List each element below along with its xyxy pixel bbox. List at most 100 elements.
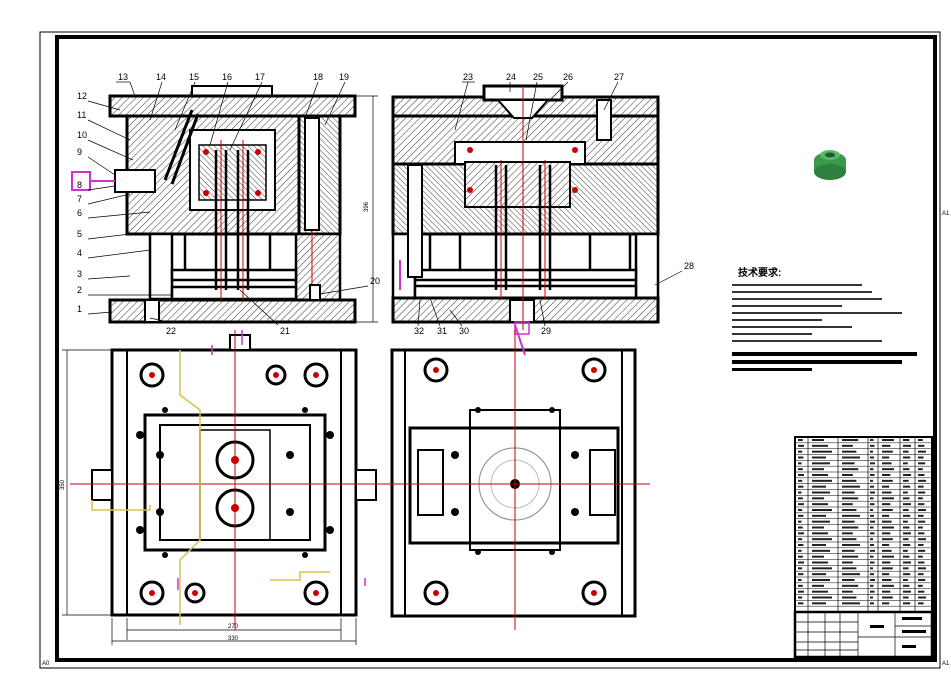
table-cell-mark (903, 538, 909, 541)
table-cell-mark (882, 526, 894, 529)
table-cell-mark (842, 538, 857, 541)
table-cell-mark (798, 602, 804, 605)
table-cell-mark (812, 509, 832, 511)
table-cell-mark (882, 474, 891, 476)
part-label: 19 (339, 72, 349, 82)
table-cell-mark (812, 596, 832, 599)
table-cell-mark (842, 485, 860, 488)
table-cell-mark (870, 456, 874, 459)
table-cell-mark (870, 579, 875, 581)
height-dimension (355, 95, 378, 323)
left-part-labels: 13 14 15 16 17 18 19 12 11 10 9 8 7 6 5 … (77, 72, 380, 336)
table-cell-mark (882, 444, 891, 447)
table-cell-mark (798, 468, 803, 471)
corner-mark-left-bottom: A0 (42, 661, 50, 667)
table-cell-mark (870, 503, 875, 506)
parts-list-table (794, 436, 933, 613)
table-cell-mark (798, 491, 802, 494)
table-cell-mark (812, 514, 826, 517)
table-cell-mark (918, 573, 924, 576)
table-cell-mark (870, 602, 874, 605)
left-plan-view (70, 330, 400, 630)
part-label: 10 (77, 130, 87, 140)
technical-requirements: 技术要求: (732, 266, 917, 371)
table-cell-mark (882, 584, 894, 587)
table-cell-mark (842, 474, 853, 476)
part-label: 29 (541, 326, 551, 336)
table-cell-mark (882, 491, 892, 494)
table-cell-mark (812, 444, 828, 447)
product-part-icon (814, 150, 846, 180)
title-block (793, 610, 934, 659)
part-label: 13 (118, 72, 128, 82)
table-cell-mark (842, 497, 859, 500)
table-cell-mark (918, 491, 926, 494)
part-label: 30 (459, 326, 469, 336)
table-cell-mark (882, 509, 893, 511)
table-cell-mark (918, 602, 924, 605)
part-label: 3 (77, 269, 82, 279)
part-label: 11 (77, 110, 86, 120)
dimension-inner-width: 270 (228, 624, 239, 630)
table-cell-mark (798, 573, 804, 576)
table-cell-mark (812, 474, 828, 476)
table-cell-mark (918, 555, 923, 558)
table-cell-mark (812, 549, 830, 552)
table-cell-mark (918, 444, 925, 447)
table-cell-mark (903, 590, 911, 593)
right-plan-view (380, 324, 650, 630)
table-cell-mark (842, 590, 853, 593)
table-cell-mark (882, 485, 890, 488)
table-cell-mark (812, 555, 824, 558)
table-cell-mark (918, 544, 924, 546)
table-cell-mark (918, 567, 926, 570)
table-cell-mark (870, 532, 875, 535)
table-cell-mark (882, 567, 893, 570)
table-cell-mark (812, 538, 832, 541)
part-label: 24 (506, 72, 516, 82)
table-cell-mark (798, 503, 804, 506)
table-cell-mark (903, 439, 910, 441)
table-cell-mark (903, 526, 910, 529)
table-cell-mark (870, 520, 875, 523)
part-label: 17 (255, 72, 265, 82)
table-cell-mark (798, 526, 803, 529)
table-cell-mark (903, 474, 911, 476)
table-cell-mark (882, 520, 892, 523)
table-cell-mark (882, 561, 891, 564)
table-cell-mark (870, 444, 875, 447)
table-cell-mark (903, 579, 908, 581)
table-cell-mark (870, 509, 873, 511)
table-cell-mark (882, 503, 891, 506)
table-cell-mark (812, 491, 830, 494)
table-cell-mark (882, 532, 891, 535)
part-label: 6 (77, 208, 82, 218)
part-label: 5 (77, 229, 82, 239)
table-cell-mark (918, 439, 923, 441)
table-cell-mark (870, 479, 873, 482)
table-cell-mark (870, 596, 873, 599)
table-cell-mark (842, 549, 855, 552)
table-cell-mark (798, 596, 803, 599)
table-cell-mark (812, 590, 828, 593)
table-cell-mark (918, 456, 924, 459)
table-cell-mark (842, 602, 860, 605)
table-cell-mark (882, 468, 894, 471)
table-cell-mark (870, 590, 875, 593)
table-cell-mark (918, 561, 925, 564)
outer-frame (39, 31, 941, 669)
table-cell-mark (798, 479, 803, 482)
table-cell-mark (798, 567, 803, 570)
table-cell-mark (882, 479, 893, 482)
part-label: 8 (77, 180, 82, 190)
table-cell-mark (882, 514, 890, 517)
table-cell-mark (798, 439, 803, 441)
table-cell-mark (918, 596, 926, 599)
table-cell-mark (798, 514, 804, 517)
table-cell-mark (798, 584, 803, 587)
table-cell-mark (812, 561, 828, 564)
table-cell-mark (870, 450, 873, 453)
part-label: 16 (222, 72, 232, 82)
part-label: 26 (563, 72, 573, 82)
part-label: 15 (189, 72, 199, 82)
